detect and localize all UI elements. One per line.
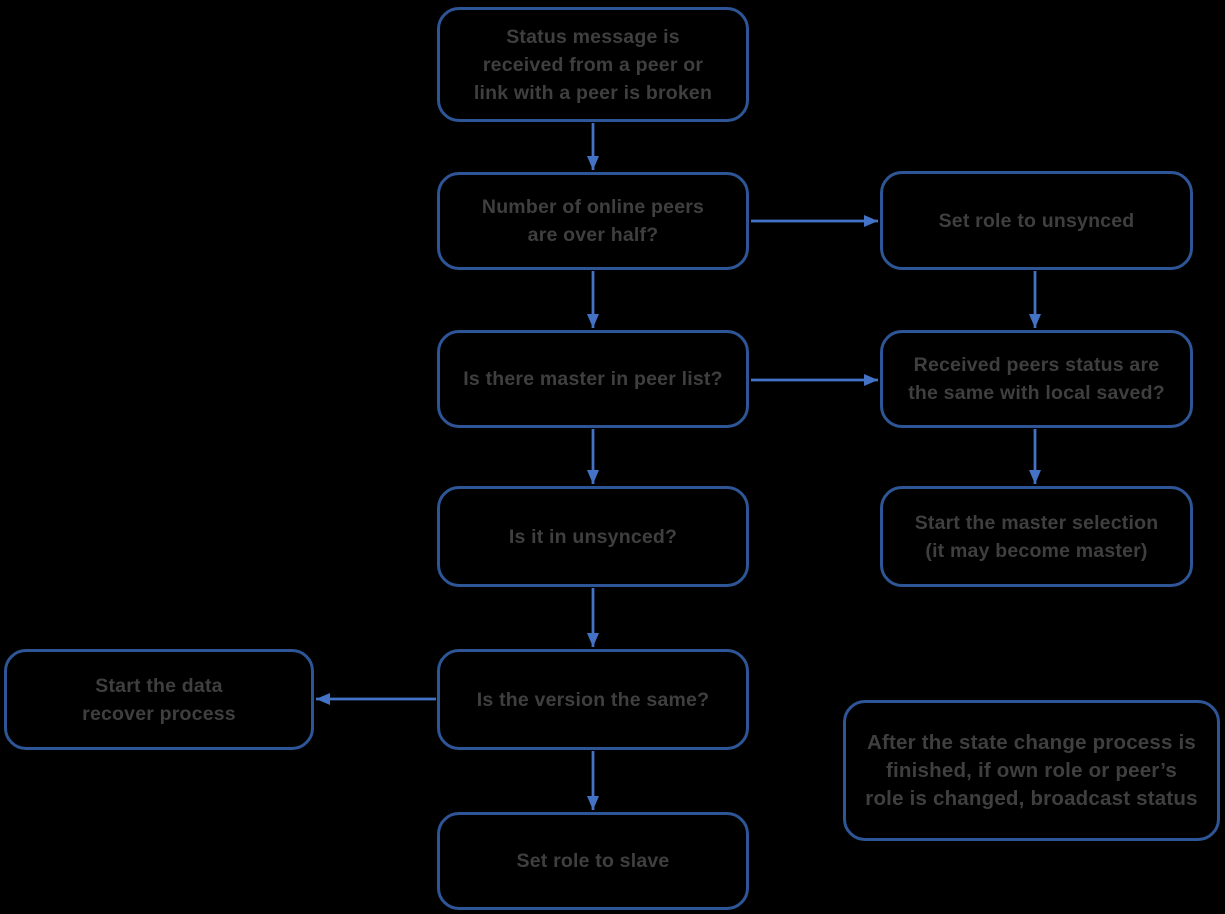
node-start-data-recover: Start the data recover process (4, 649, 314, 750)
node-master-in-peer-list: Is there master in peer list? (437, 330, 749, 428)
node-master-in-peer-list-label: Is there master in peer list? (463, 368, 723, 390)
node-set-role-unsynced-label: Set role to unsynced (938, 209, 1135, 232)
node-peers-status-same-label: Received peers status are the same with … (908, 354, 1165, 404)
node-start-data-recover-label: Start the data recover process (82, 674, 236, 725)
node-peers-over-half-label: Number of online peers are over half? (481, 196, 705, 246)
node-start-master-selection-label: Start the master selection (it may becom… (914, 511, 1159, 562)
node-start-master-selection: Start the master selection (it may becom… (880, 486, 1193, 587)
node-broadcast-note-label: After the state change process is finish… (865, 730, 1198, 810)
node-is-in-unsynced-label: Is it in unsynced? (508, 525, 678, 548)
node-set-role-slave: Set role to slave (437, 812, 749, 910)
node-set-role-unsynced: Set role to unsynced (880, 171, 1193, 270)
node-status-received: Status message is received from a peer o… (437, 7, 749, 122)
node-peers-status-same: Received peers status are the same with … (880, 330, 1193, 428)
node-version-same-label: Is the version the same? (476, 688, 710, 711)
node-peers-over-half: Number of online peers are over half? (437, 172, 749, 270)
node-is-in-unsynced: Is it in unsynced? (437, 486, 749, 587)
node-set-role-slave-label: Set role to slave (516, 850, 670, 872)
node-version-same: Is the version the same? (437, 649, 749, 750)
node-broadcast-note: After the state change process is finish… (843, 700, 1220, 841)
node-status-received-label: Status message is received from a peer o… (473, 25, 713, 104)
